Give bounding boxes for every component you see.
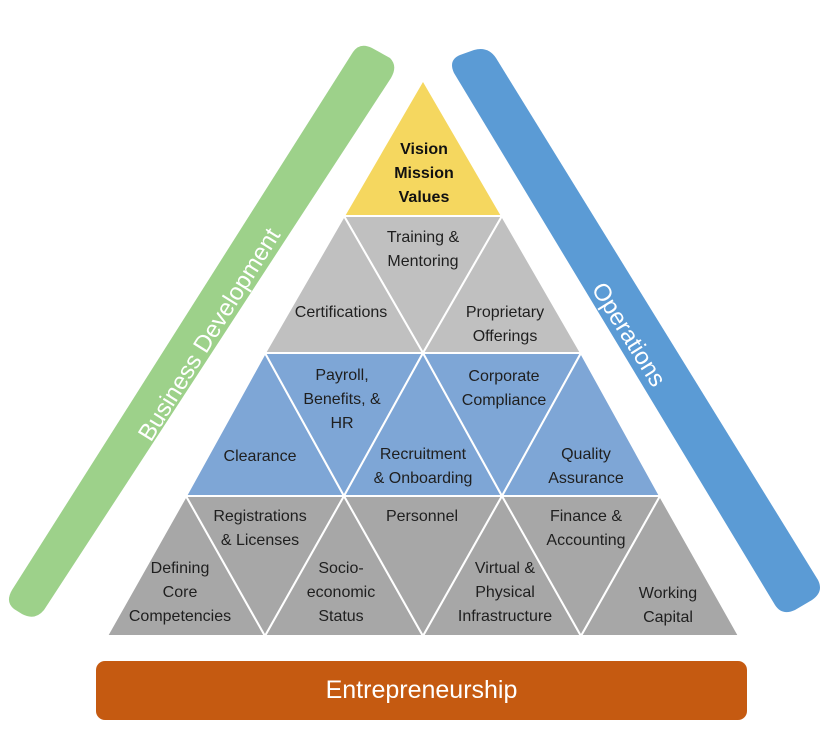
apex-line: Vision (400, 141, 448, 158)
blue-tier (184, 350, 662, 499)
finance-accounting-label: Finance & Accounting (546, 505, 625, 553)
label-line: Competencies (128, 608, 232, 625)
label-line: Clearance (223, 448, 297, 465)
label-line: Accounting (546, 532, 626, 549)
label-line: Offerings (472, 328, 538, 345)
label-line: Quality (561, 446, 611, 463)
label-line: Capital (643, 609, 693, 626)
label-line: & Onboarding (373, 470, 473, 487)
tier-cell (579, 493, 741, 637)
label-line: HR (330, 415, 354, 432)
business-development-bar (8, 45, 395, 617)
training-mentoring-label: Training & Mentoring (387, 226, 459, 274)
working-capital-label: Working Capital (639, 582, 697, 630)
label-line: economic (306, 584, 376, 601)
label-line: Recruitment (379, 446, 467, 463)
personnel-label: Personnel (386, 505, 458, 529)
label-line: Physical (475, 584, 535, 601)
label-line: Core (162, 584, 198, 601)
apex-line: Values (398, 189, 450, 206)
label-line: Socio- (318, 560, 364, 577)
gray-tier (263, 213, 583, 356)
clearance-label: Clearance (224, 445, 297, 469)
label-line: & Licenses (220, 532, 300, 549)
recruitment-onboarding-label: Recruitment & Onboarding (374, 443, 473, 491)
label-line: Registrations (213, 508, 307, 525)
label-line: Personnel (385, 508, 459, 525)
label-line: Payroll, (315, 367, 369, 384)
operations-bar (452, 49, 820, 613)
proprietary-offerings-label: Proprietary Offerings (466, 301, 544, 349)
socioeconomic-status-label: Socio- economic Status (307, 557, 375, 629)
label-line: Virtual & (474, 560, 536, 577)
label-line: Proprietary (465, 304, 545, 321)
apex-label: Vision Mission Values (394, 138, 454, 210)
label-line: Status (318, 608, 364, 625)
label-line: Training & (386, 229, 460, 246)
virtual-physical-infrastructure-label: Virtual & Physical Infrastructure (458, 557, 552, 629)
certifications-label: Certifications (295, 301, 387, 325)
label-line: Certifications (294, 304, 388, 321)
payroll-benefits-hr-label: Payroll, Benefits, & HR (303, 364, 380, 436)
label-line: Corporate (468, 368, 540, 385)
label-line: Defining (150, 560, 210, 577)
label-line: Assurance (548, 470, 624, 487)
apex-line: Mission (394, 165, 454, 182)
registrations-licenses-label: Registrations & Licenses (213, 505, 306, 553)
defining-core-competencies-label: Defining Core Competencies (129, 557, 231, 629)
bottom-tier (105, 493, 741, 639)
quality-assurance-label: Quality Assurance (548, 443, 624, 491)
label-line: Compliance (461, 392, 547, 409)
label-line: Finance & (549, 508, 623, 525)
label-line: Mentoring (387, 253, 459, 270)
corporate-compliance-label: Corporate Compliance (462, 365, 546, 413)
entrepreneurship-label: Entrepreneurship (325, 676, 518, 704)
label-line: Infrastructure (457, 608, 553, 625)
entrepreneurship-bar: Entrepreneurship (96, 661, 747, 720)
label-line: Working (638, 585, 698, 602)
label-line: Benefits, & (303, 391, 381, 408)
